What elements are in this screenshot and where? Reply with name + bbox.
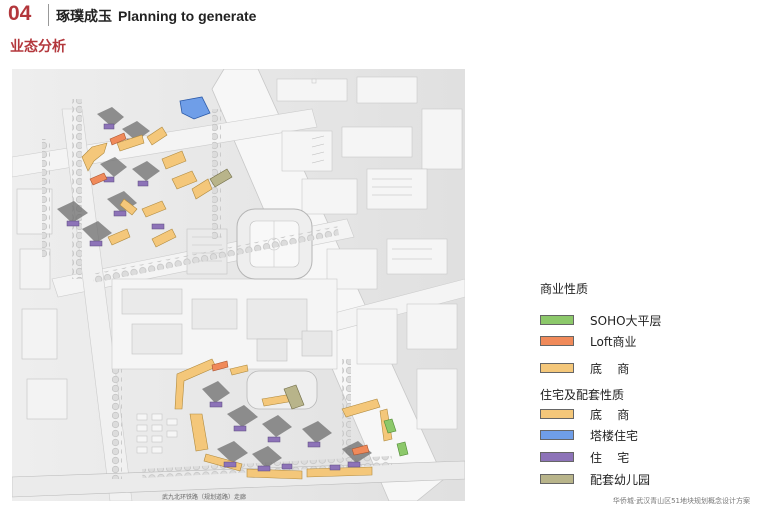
legend-label: Loft商业 xyxy=(590,334,637,349)
soho-blocks xyxy=(383,418,409,457)
legend-label: 底 商 xyxy=(590,361,630,376)
kindergarten-south xyxy=(283,384,305,410)
south-loft xyxy=(211,360,370,456)
legend-item-shop-residential: 底 商 xyxy=(540,406,629,422)
legend-item-shop-commercial: 底 商 xyxy=(540,360,629,376)
legend-item-soho: SOHO大平层 xyxy=(540,312,662,328)
legend-item-tower: 塔楼住宅 xyxy=(540,427,638,443)
purple-swatch-icon xyxy=(540,452,574,462)
railway-label: 武九北环铁路（规划道路）走廊 xyxy=(162,493,246,501)
yellow-swatch-icon xyxy=(540,363,574,373)
orange-swatch-icon xyxy=(540,336,574,346)
legend-item-residential: 住 宅 xyxy=(540,449,629,465)
legend-item-loft: Loft商业 xyxy=(540,333,637,349)
surrounding-blocks xyxy=(276,76,463,430)
khaki-swatch-icon xyxy=(540,474,574,484)
legend-label: SOHO大平层 xyxy=(590,313,662,328)
legend-heading-residential: 住宅及配套性质 xyxy=(540,388,625,402)
header-divider xyxy=(48,4,49,26)
south-residential xyxy=(209,401,361,472)
legend-label: 住 宅 xyxy=(590,450,630,465)
title-en: Planning to generate xyxy=(118,8,257,24)
legend-label: 配套幼儿园 xyxy=(590,472,651,487)
section-number: 04 xyxy=(8,2,32,25)
legend-label: 底 商 xyxy=(590,407,630,422)
site-plan-map: 武九北环铁路（规划道路）走廊 xyxy=(12,69,465,501)
legend-item-kindergarten: 配套幼儿园 xyxy=(540,471,650,487)
title-cn: 琢璞成玉 xyxy=(56,9,112,25)
yellow-swatch-icon xyxy=(540,409,574,419)
kindergarten-north xyxy=(209,168,233,188)
north-shops xyxy=(81,126,213,248)
page-title: 琢璞成玉 Planning to generate xyxy=(56,6,256,26)
blue-swatch-icon xyxy=(540,430,574,440)
legend-label: 塔楼住宅 xyxy=(590,428,639,443)
north-loft xyxy=(89,132,127,186)
footer-caption: 华侨城·武汉青山区51地块规划概念设计方案 xyxy=(612,497,750,505)
legend-heading-commercial: 商业性质 xyxy=(540,282,589,296)
section-title: 业态分析 xyxy=(10,39,66,55)
tower-residential-north xyxy=(179,96,211,120)
south-shops xyxy=(174,358,393,480)
green-swatch-icon xyxy=(540,315,574,325)
